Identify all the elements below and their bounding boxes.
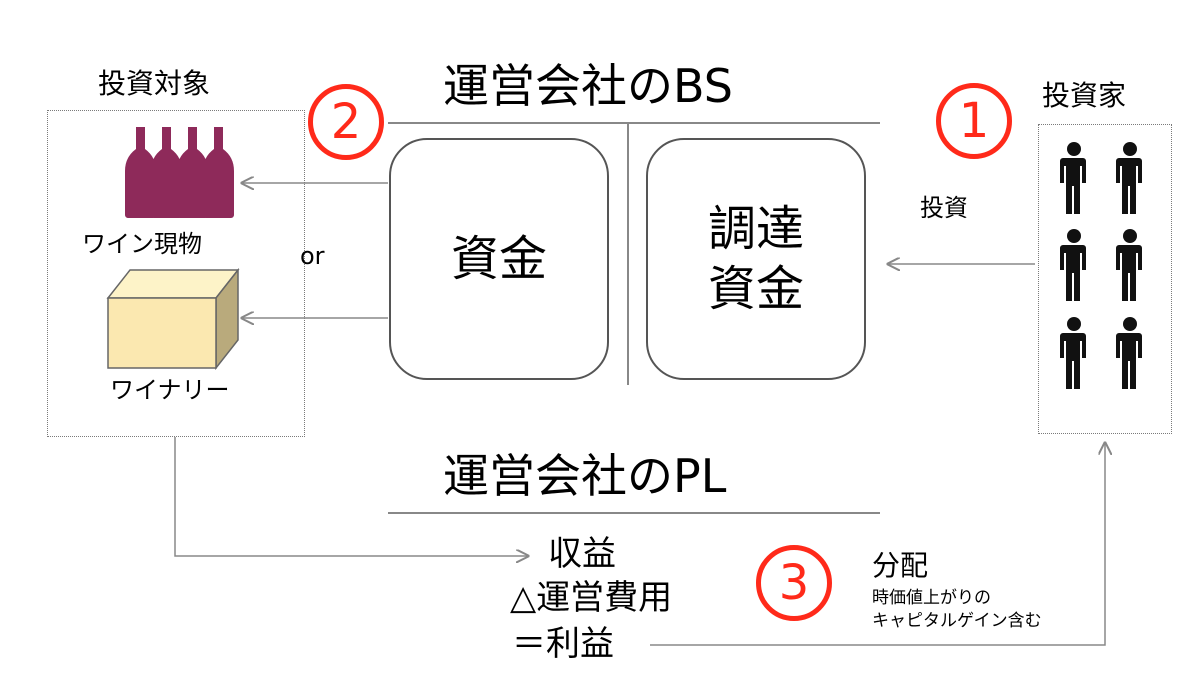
investor-label: 投資家 [1042,79,1127,112]
wine-bottles-icon [125,127,234,218]
wine-label: ワイン現物 [82,230,202,258]
investor-box [1038,124,1172,434]
pl-title: 運営会社のPL [443,449,727,503]
funds-box: 資金 [389,138,609,380]
investment-target-box [47,110,305,437]
winery-box-icon [106,267,240,371]
step-2-badge: 2 [308,84,384,160]
raised-funds-box: 調達 資金 [646,138,866,380]
raised-funds-line1: 調達 [707,201,804,257]
or-label: or [300,242,325,270]
winery-label: ワイナリー [110,376,230,404]
step-3-badge: 3 [756,545,832,621]
raised-funds-line2: 資金 [707,261,804,317]
distribution-note-line2: キャピタルゲイン含む [872,611,1042,631]
arrow-to-revenue [174,437,528,556]
bs-title: 運営会社のBS [443,59,733,113]
pl-profit: ＝利益 [512,624,614,664]
step-1-badge: 1 [936,83,1012,159]
pl-revenue: 収益 [548,534,616,574]
arrow-distribution [650,443,1105,646]
pl-operating-cost: △運営費用 [510,578,673,618]
distribution-note-line1: 時価値上がりの [872,588,991,608]
distribution-label: 分配 [872,549,929,582]
invest-arrow-label: 投資 [920,194,968,222]
investment-target-label: 投資対象 [98,67,211,100]
investors-icon [1060,142,1142,389]
funds-label: 資金 [450,231,547,287]
